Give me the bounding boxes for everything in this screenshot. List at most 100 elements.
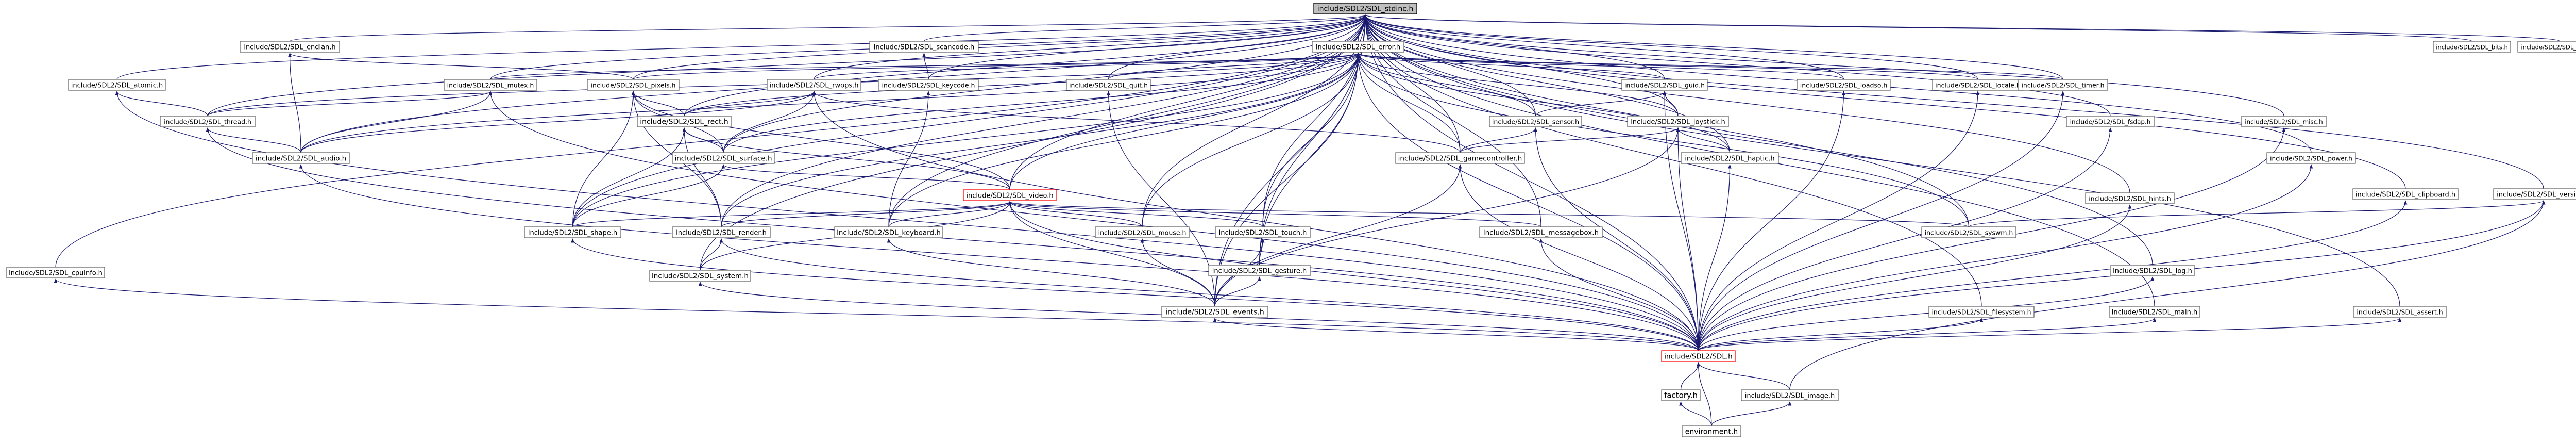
edge-error-to-surface: [723, 53, 1360, 153]
node-sensor-label: include/SDL2/SDL_sensor.h: [1492, 118, 1579, 126]
node-pixels-label: include/SDL2/SDL_pixels.h: [591, 81, 676, 89]
node-guid-box: [1621, 79, 1708, 91]
node-shape-label: include/SDL2/SDL_shape.h: [528, 229, 617, 237]
node-guid-label: include/SDL2/SDL_guid.h: [1624, 81, 1705, 89]
edge-filesystem-to-sdl: [1698, 318, 1984, 351]
edge-atomic-to-thread: [115, 91, 208, 117]
node-events-label: include/SDL2/SDL_events.h: [1165, 308, 1264, 317]
node-sdl[interactable]: include/SDL2/SDL.h: [1661, 350, 1736, 362]
node-factory[interactable]: factory.h: [1661, 389, 1701, 401]
graph-nodes: include/SDL2/SDL_stdinc.h include/SDL2/SD…: [6, 3, 2576, 437]
edge-pixels-to-shape: [572, 91, 635, 227]
node-sensor[interactable]: include/SDL2/SDL_sensor.h: [1489, 116, 1582, 127]
node-rwops-box: [767, 79, 861, 91]
node-rect[interactable]: include/SDL2/SDL_rect.h: [637, 116, 732, 127]
node-quit[interactable]: include/SDL2/SDL_quit.h: [1066, 79, 1151, 91]
node-syswm[interactable]: include/SDL2/SDL_syswm.h: [1921, 226, 2016, 238]
node-keycode[interactable]: include/SDL2/SDL_keycode.h: [878, 79, 979, 91]
node-mouse[interactable]: include/SDL2/SDL_mouse.h: [1095, 226, 1190, 238]
node-image[interactable]: include/SDL2/SDL_image.h: [1741, 389, 1839, 401]
node-locale[interactable]: include/SDL2/SDL_locale.h: [1932, 79, 2024, 91]
edge-scancode-to-keycode: [922, 53, 929, 80]
node-error[interactable]: include/SDL2/SDL_error.h: [1312, 41, 1404, 53]
node-thread[interactable]: include/SDL2/SDL_thread.h: [160, 116, 256, 127]
edge-error-to-sdl: [1356, 53, 1699, 351]
node-timer[interactable]: include/SDL2/SDL_timer.h: [2018, 79, 2108, 91]
node-types[interactable]: include/SDL2/SDL_types.h: [2517, 41, 2576, 53]
node-joystick[interactable]: include/SDL2/SDL_joystick.h: [1627, 116, 1729, 127]
node-keyboard[interactable]: include/SDL2/SDL_keyboard.h: [834, 226, 943, 238]
edge-shape-to-sdl: [571, 238, 1699, 351]
node-fsdtap[interactable]: include/SDL2/SDL_fsdap.h: [2066, 116, 2155, 127]
node-types-label: include/SDL2/SDL_types.h: [2521, 44, 2576, 51]
node-log[interactable]: include/SDL2/SDL_log.h: [2110, 265, 2195, 276]
edge-rect-to-render: [682, 127, 722, 227]
node-events[interactable]: include/SDL2/SDL_events.h: [1161, 306, 1268, 318]
node-version[interactable]: include/SDL2/SDL_version.h: [2493, 188, 2576, 200]
node-power[interactable]: include/SDL2/SDL_power.h: [2266, 152, 2356, 164]
node-atomic[interactable]: include/SDL2/SDL_atomic.h: [68, 79, 166, 91]
node-audio-label: include/SDL2/SDL_audio.h: [256, 155, 346, 163]
node-audio[interactable]: include/SDL2/SDL_audio.h: [252, 152, 350, 164]
edge-stdinc-to-version: [1363, 14, 2544, 189]
edge-error-to-timer: [1357, 53, 2063, 80]
edge-mutex-to-thread: [207, 91, 493, 117]
node-surface[interactable]: include/SDL2/SDL_surface.h: [672, 152, 775, 164]
edge-rect-to-shape: [572, 127, 686, 227]
node-messagebox[interactable]: include/SDL2/SDL_messagebox.h: [1479, 226, 1603, 238]
edge-stdinc-to-thread: [207, 14, 1367, 117]
node-stdinc[interactable]: include/SDL2/SDL_stdinc.h: [1313, 3, 1417, 14]
node-misc[interactable]: include/SDL2/SDL_misc.h: [2241, 116, 2327, 127]
node-loadso[interactable]: include/SDL2/SDL_loadso.h: [1797, 79, 1891, 91]
node-video[interactable]: include/SDL2/SDL_video.h: [963, 189, 1057, 201]
node-gamecontroller[interactable]: include/SDL2/SDL_gamecontroller.h: [1395, 152, 1525, 164]
edge-stdinc-to-misc: [1363, 14, 2284, 117]
node-guid[interactable]: include/SDL2/SDL_guid.h: [1621, 79, 1708, 91]
node-clipboard[interactable]: include/SDL2/SDL_clipboard.h: [2352, 188, 2459, 200]
node-keycode-label: include/SDL2/SDL_keycode.h: [882, 81, 975, 89]
node-mutex[interactable]: include/SDL2/SDL_mutex.h: [444, 79, 537, 91]
node-gesture[interactable]: include/SDL2/SDL_gesture.h: [1208, 265, 1311, 276]
node-rwops[interactable]: include/SDL2/SDL_rwops.h: [767, 79, 861, 91]
node-touch-box: [1215, 226, 1311, 238]
node-render[interactable]: include/SDL2/SDL_render.h: [672, 226, 771, 238]
node-environment[interactable]: environment.h: [1682, 425, 1741, 437]
node-filesystem[interactable]: include/SDL2/SDL_filesystem.h: [1928, 306, 2035, 318]
node-syswm-label: include/SDL2/SDL_syswm.h: [1925, 229, 2013, 237]
node-assert[interactable]: include/SDL2/SDL_assert.h: [2353, 306, 2447, 318]
node-power-box: [2266, 152, 2356, 164]
node-cpuinfo[interactable]: include/SDL2/SDL_cpuinfo.h: [6, 267, 105, 278]
edge-stdinc-to-filesystem: [1363, 14, 1982, 307]
edge-mouse-to-events: [1140, 238, 1215, 307]
node-fsdtap-label: include/SDL2/SDL_fsdap.h: [2070, 119, 2151, 126]
edge-error-to-render: [721, 53, 1360, 227]
edge-stdinc-to-shape: [572, 14, 1367, 227]
node-system[interactable]: include/SDL2/SDL_system.h: [649, 270, 751, 282]
edge-stdinc-to-assert: [1363, 14, 2400, 307]
node-loadso-label: include/SDL2/SDL_loadso.h: [1800, 81, 1888, 89]
edge-stdinc-to-endian: [289, 14, 1367, 42]
node-factory-box: [1661, 389, 1701, 401]
edge-endian-to-pixels: [288, 53, 634, 80]
edge-surface-to-shape: [572, 164, 725, 227]
node-pixels[interactable]: include/SDL2/SDL_pixels.h: [587, 79, 680, 91]
graph-edges: [54, 14, 2561, 426]
edge-log-to-sdl: [1698, 276, 2155, 351]
node-shape[interactable]: include/SDL2/SDL_shape.h: [524, 226, 621, 238]
edge-clipboard-to-sdl: [1698, 200, 2408, 351]
node-bits[interactable]: include/SDL2/SDL_bits.h: [2433, 41, 2511, 53]
node-scancode[interactable]: include/SDL2/SDL_scancode.h: [869, 41, 979, 53]
edge-gesture-to-events: [1214, 276, 1261, 307]
node-quit-label: include/SDL2/SDL_quit.h: [1069, 81, 1148, 89]
node-main[interactable]: include/SDL2/SDL_main.h: [2109, 306, 2200, 318]
node-version-box: [2493, 188, 2576, 200]
node-image-box: [1741, 389, 1839, 401]
node-haptic[interactable]: include/SDL2/SDL_haptic.h: [1681, 152, 1779, 164]
edge-guid-to-sensor: [1535, 91, 1667, 117]
node-touch[interactable]: include/SDL2/SDL_touch.h: [1215, 226, 1311, 238]
node-surface-box: [672, 152, 775, 164]
node-endian[interactable]: include/SDL2/SDL_endian.h: [240, 41, 340, 53]
node-assert-label: include/SDL2/SDL_assert.h: [2357, 308, 2443, 316]
node-hints[interactable]: include/SDL2/SDL_hints.h: [2085, 192, 2175, 204]
edge-haptic-to-sdl: [1698, 164, 1732, 351]
